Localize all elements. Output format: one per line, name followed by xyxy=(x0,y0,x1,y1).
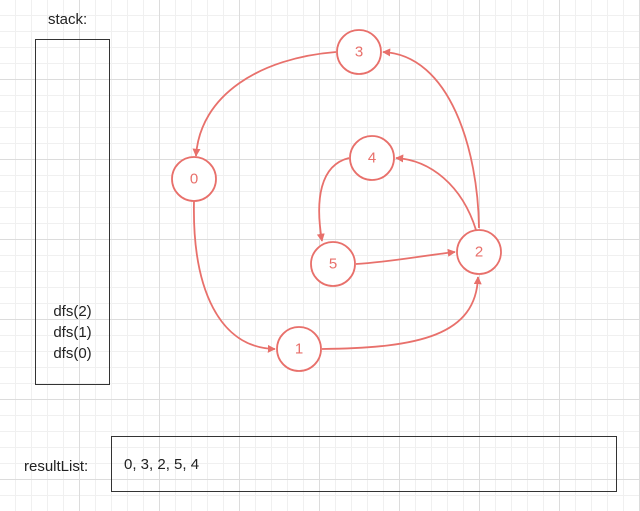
node-label: 4 xyxy=(368,150,376,167)
node-2: 2 xyxy=(456,229,502,275)
result-list-value: 0, 3, 2, 5, 4 xyxy=(124,456,200,473)
edge-1-2 xyxy=(321,276,482,350)
stack-item: dfs(2) xyxy=(53,303,92,320)
stack-items: dfs(2) dfs(1) dfs(0) xyxy=(36,301,109,364)
node-5: 5 xyxy=(310,241,356,287)
edge-2-4 xyxy=(395,154,477,231)
stack-item: dfs(0) xyxy=(53,345,92,362)
edge-4-5 xyxy=(316,157,350,242)
node-4: 4 xyxy=(349,135,395,181)
node-label: 5 xyxy=(329,256,337,273)
node-1: 1 xyxy=(276,326,322,372)
stack-box: dfs(2) dfs(1) dfs(0) xyxy=(35,39,110,385)
edge-3-0 xyxy=(192,51,337,157)
node-label: 3 xyxy=(355,44,363,61)
edge-0-1 xyxy=(193,200,276,353)
edge-5-2 xyxy=(355,248,456,265)
result-list-label: resultList: xyxy=(24,458,89,475)
node-label: 1 xyxy=(295,341,303,358)
stack-title: stack: xyxy=(48,11,88,28)
node-0: 0 xyxy=(171,156,217,202)
stack-item: dfs(1) xyxy=(53,324,92,341)
result-list-box: 0, 3, 2, 5, 4 xyxy=(111,436,617,492)
node-label: 0 xyxy=(190,171,198,188)
node-label: 2 xyxy=(475,244,483,261)
node-3: 3 xyxy=(336,29,382,75)
edge-2-3 xyxy=(382,48,480,229)
